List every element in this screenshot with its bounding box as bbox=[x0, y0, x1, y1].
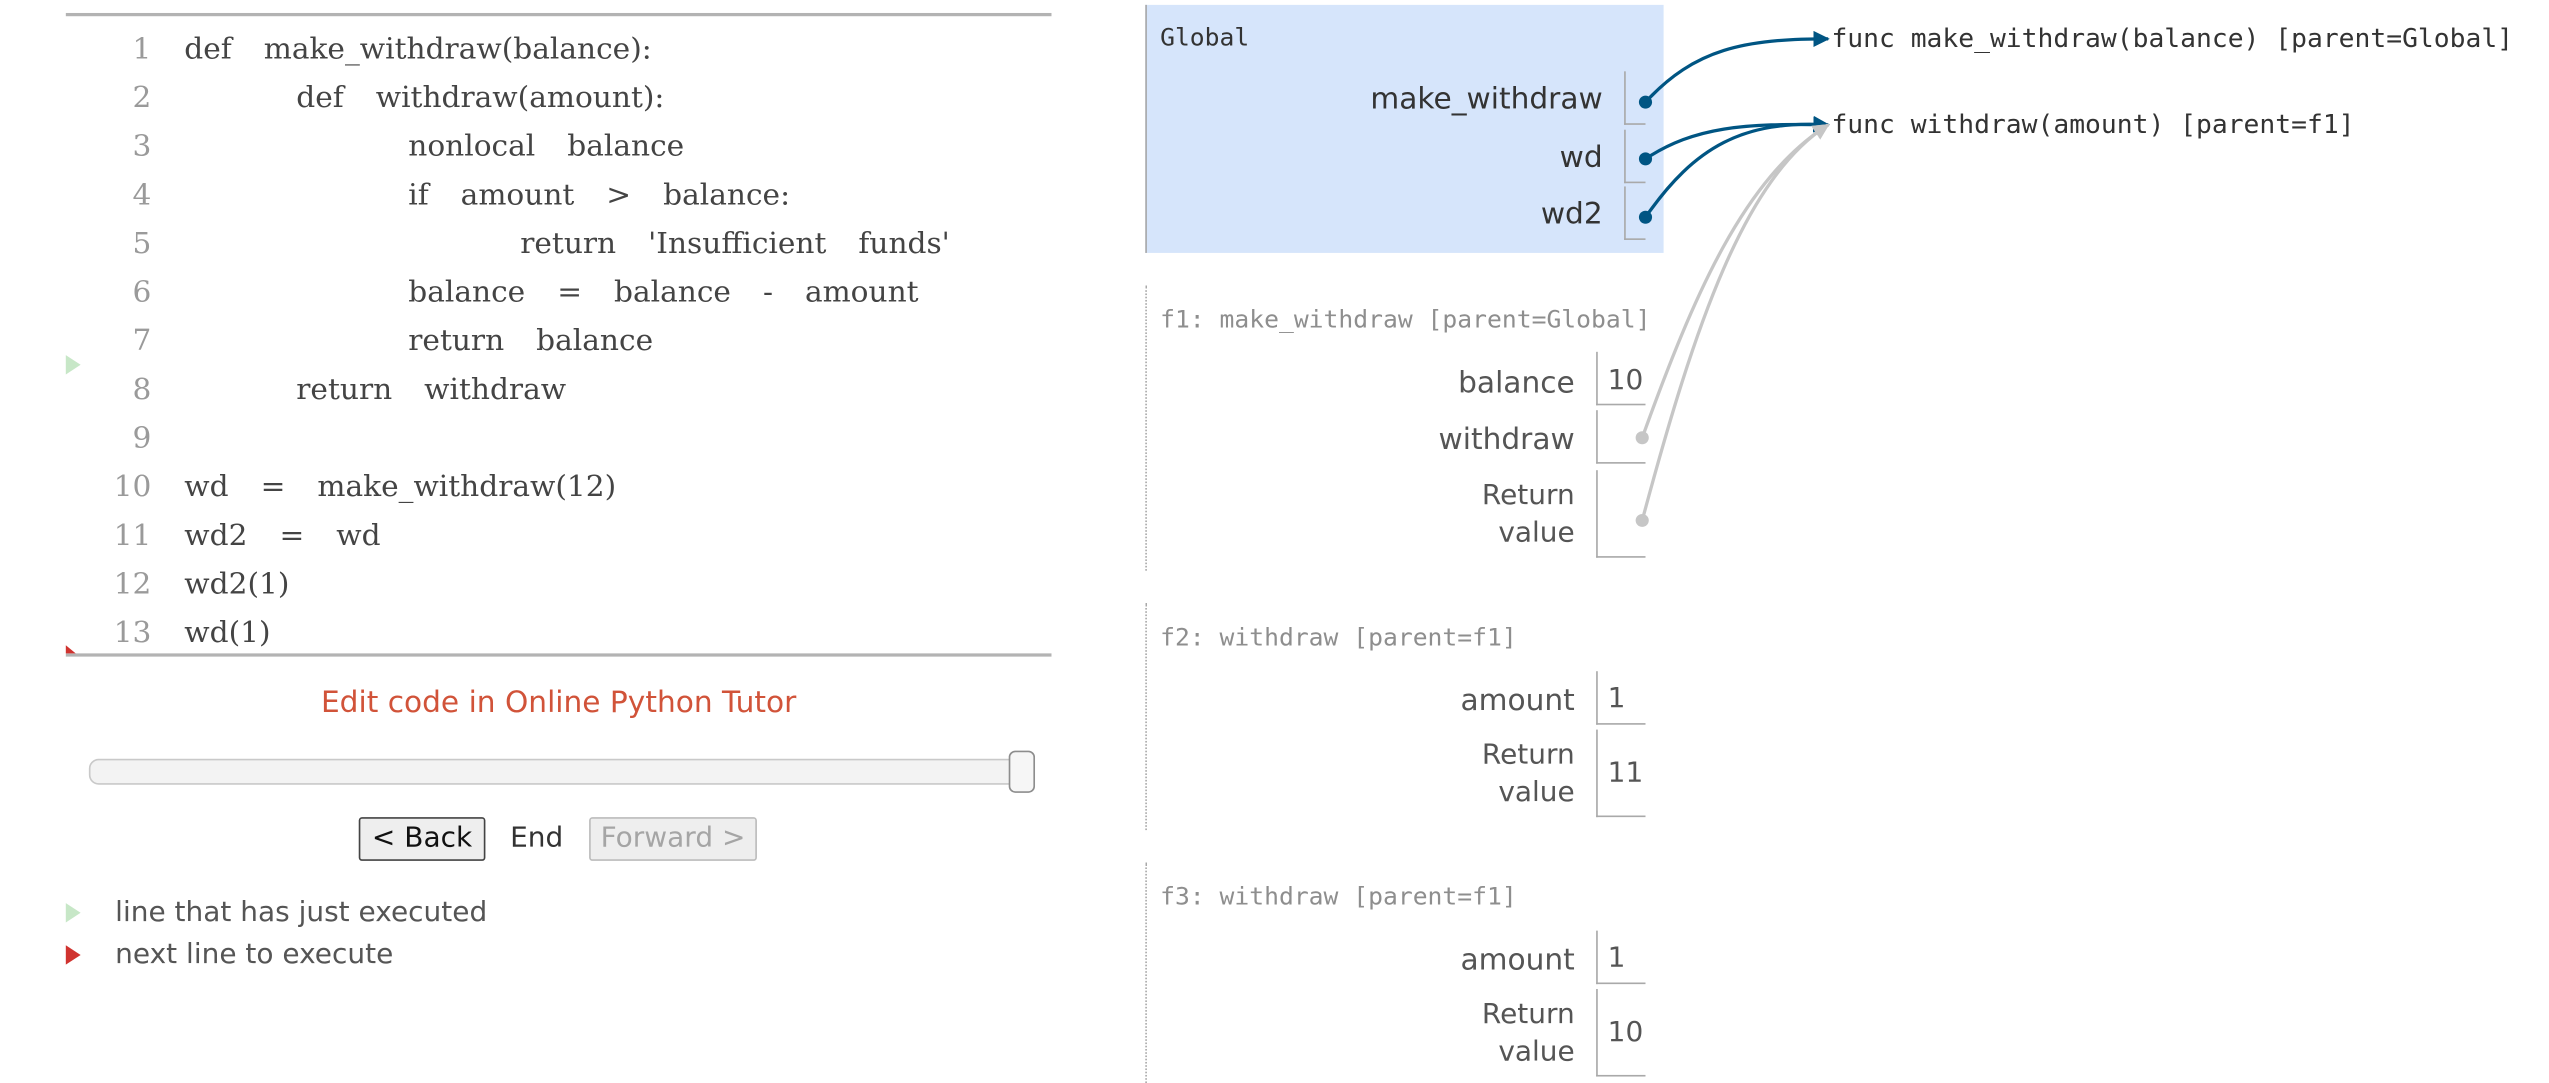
code-text: wd2(1) bbox=[184, 567, 290, 602]
code-line: 12 wd2(1) bbox=[66, 561, 1052, 610]
code-text: def make_withdraw(balance): bbox=[184, 32, 652, 67]
code-text: return withdraw bbox=[184, 372, 567, 407]
step-slider-track[interactable] bbox=[88, 758, 1031, 785]
prev-line-arrow-icon bbox=[65, 355, 81, 375]
pointer-arrow bbox=[1644, 115, 1830, 219]
var-name: Return value bbox=[1316, 478, 1575, 553]
code-text: wd = make_withdraw(12) bbox=[184, 470, 617, 505]
var-name: wd bbox=[1559, 141, 1603, 176]
code-line: 9 bbox=[66, 415, 1052, 464]
var-box bbox=[1596, 729, 1646, 818]
pointer-arrow bbox=[1640, 123, 1830, 521]
var-name: amount bbox=[1460, 684, 1575, 719]
code-text: nonlocal balance bbox=[184, 129, 685, 164]
var-value: 1 bbox=[1607, 682, 1626, 715]
var-value: 11 bbox=[1607, 757, 1644, 790]
global-frame bbox=[1145, 4, 1664, 253]
code-text: def withdraw(amount): bbox=[184, 81, 665, 116]
pointer-arrow bbox=[1644, 30, 1830, 104]
return-label: value bbox=[1498, 517, 1575, 550]
line-number: 5 bbox=[132, 226, 152, 262]
code-line: 5 return 'Insufficient funds' bbox=[66, 220, 1052, 269]
var-name: wd2 bbox=[1540, 197, 1603, 232]
code-text: return 'Insufficient funds' bbox=[184, 226, 950, 262]
code-line: 10 wd = make_withdraw(12) bbox=[66, 464, 1052, 513]
pointer-arrow bbox=[1640, 123, 1830, 439]
code-text: if amount > balance: bbox=[184, 178, 791, 213]
var-box bbox=[1596, 410, 1646, 464]
var-box bbox=[1596, 988, 1646, 1077]
var-name: Return value bbox=[1316, 997, 1575, 1072]
frame-title: f3: withdraw [parent=f1] bbox=[1160, 881, 1517, 912]
prev-line-arrow-icon bbox=[65, 903, 81, 923]
line-number: 6 bbox=[132, 275, 152, 310]
code-line: 4 if amount > balance: bbox=[66, 172, 1052, 221]
code-line: 11 wd2 = wd bbox=[66, 512, 1052, 561]
var-box bbox=[1596, 470, 1646, 558]
code-line: 7 return balance bbox=[66, 318, 1052, 367]
back-button[interactable]: < Back bbox=[358, 817, 486, 861]
line-number: 12 bbox=[113, 567, 152, 602]
code-line: 6 balance = balance - amount bbox=[66, 269, 1052, 318]
code-line: 8 return withdraw bbox=[66, 366, 1052, 415]
var-value: 10 bbox=[1607, 1016, 1644, 1049]
code-line: 3 nonlocal balance bbox=[66, 123, 1052, 172]
code-line: 1 def make_withdraw(balance): bbox=[66, 26, 1052, 75]
var-name: Return value bbox=[1316, 738, 1575, 813]
var-name: balance bbox=[1458, 366, 1575, 401]
var-name: make_withdraw bbox=[1370, 82, 1603, 117]
code-line: 2 def withdraw(amount): bbox=[66, 75, 1052, 124]
code-line: 13 wd(1) bbox=[66, 610, 1052, 659]
var-box bbox=[1624, 129, 1646, 184]
var-value: 1 bbox=[1607, 941, 1626, 975]
frame-title: f1: make_withdraw [parent=Global] bbox=[1160, 304, 1651, 334]
func-object-withdraw: func withdraw(amount) [parent=f1] bbox=[1831, 108, 2355, 140]
return-label: Return bbox=[1481, 998, 1575, 1032]
legend-label: line that has just executed bbox=[115, 896, 488, 930]
line-number: 8 bbox=[132, 372, 152, 407]
func-object-make-withdraw: func make_withdraw(balance) [parent=Glob… bbox=[1831, 22, 2514, 54]
return-label: value bbox=[1498, 776, 1575, 810]
legend-label: next line to execute bbox=[115, 938, 394, 972]
line-number: 13 bbox=[113, 616, 152, 651]
var-value: 10 bbox=[1607, 364, 1644, 398]
var-box bbox=[1596, 930, 1646, 985]
line-number: 1 bbox=[132, 32, 152, 67]
line-number: 4 bbox=[132, 178, 152, 213]
forward-button[interactable]: Forward > bbox=[589, 817, 757, 861]
var-box bbox=[1624, 71, 1646, 125]
line-number: 10 bbox=[113, 470, 152, 505]
var-box bbox=[1596, 671, 1646, 725]
line-number: 11 bbox=[113, 518, 152, 553]
code-text: return balance bbox=[184, 324, 654, 359]
frame-border bbox=[1145, 603, 1147, 831]
step-status: End bbox=[510, 821, 564, 855]
code-text: wd2 = wd bbox=[184, 518, 381, 553]
var-box bbox=[1596, 351, 1646, 406]
next-line-arrow-icon bbox=[65, 945, 81, 965]
line-number: 2 bbox=[132, 81, 152, 116]
next-line-arrow-icon bbox=[65, 645, 76, 654]
return-label: Return bbox=[1481, 739, 1575, 772]
return-label: value bbox=[1498, 1036, 1575, 1069]
line-number: 3 bbox=[132, 129, 152, 164]
edit-code-link[interactable]: Edit code in Online Python Tutor bbox=[320, 685, 797, 720]
frame-border bbox=[1145, 285, 1147, 571]
line-number: 9 bbox=[132, 421, 152, 456]
pointer-arrow bbox=[1644, 116, 1830, 161]
step-slider-handle[interactable] bbox=[1008, 750, 1036, 793]
frame-title: f2: withdraw [parent=f1] bbox=[1160, 622, 1517, 652]
frame-title: Global bbox=[1160, 22, 1250, 52]
var-box bbox=[1624, 186, 1646, 240]
code-text: balance = balance - amount bbox=[184, 275, 919, 310]
code-panel: 1 def make_withdraw(balance): 2 def with… bbox=[65, 12, 1052, 659]
var-name: withdraw bbox=[1438, 423, 1575, 458]
line-number: 7 bbox=[132, 324, 152, 359]
var-name: amount bbox=[1460, 943, 1575, 978]
code-text: wd(1) bbox=[184, 616, 271, 651]
frame-border bbox=[1145, 862, 1147, 1083]
return-label: Return bbox=[1481, 479, 1575, 513]
